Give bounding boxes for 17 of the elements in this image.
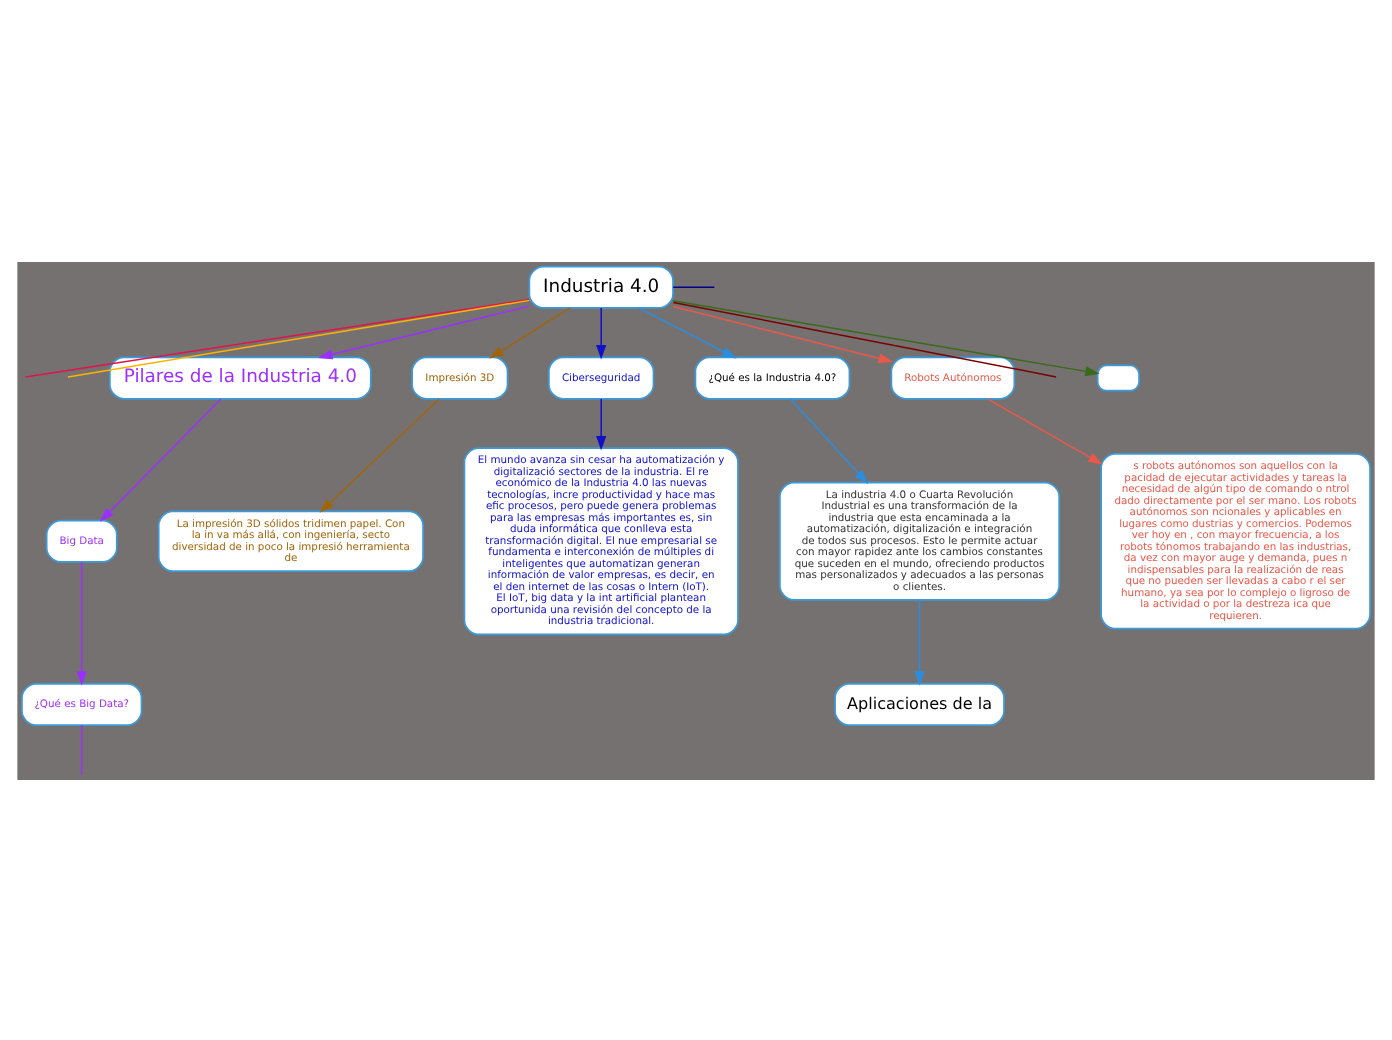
arrow — [789, 397, 869, 484]
arrow — [672, 304, 894, 363]
arrow — [596, 397, 607, 450]
node-box: Industria 4.0 — [528, 264, 674, 308]
arrow — [638, 306, 737, 358]
arrow — [986, 397, 1103, 464]
connector — [672, 285, 716, 288]
node-box: Pilares de la Industria 4.0 — [109, 355, 372, 399]
arrow — [489, 306, 571, 358]
arrow — [596, 306, 607, 359]
connector — [80, 723, 83, 775]
arrow — [318, 304, 530, 359]
arrow — [914, 598, 925, 685]
arrow — [319, 397, 440, 512]
arrow — [76, 560, 87, 685]
arrow — [99, 397, 222, 521]
node-box — [1096, 363, 1140, 391]
